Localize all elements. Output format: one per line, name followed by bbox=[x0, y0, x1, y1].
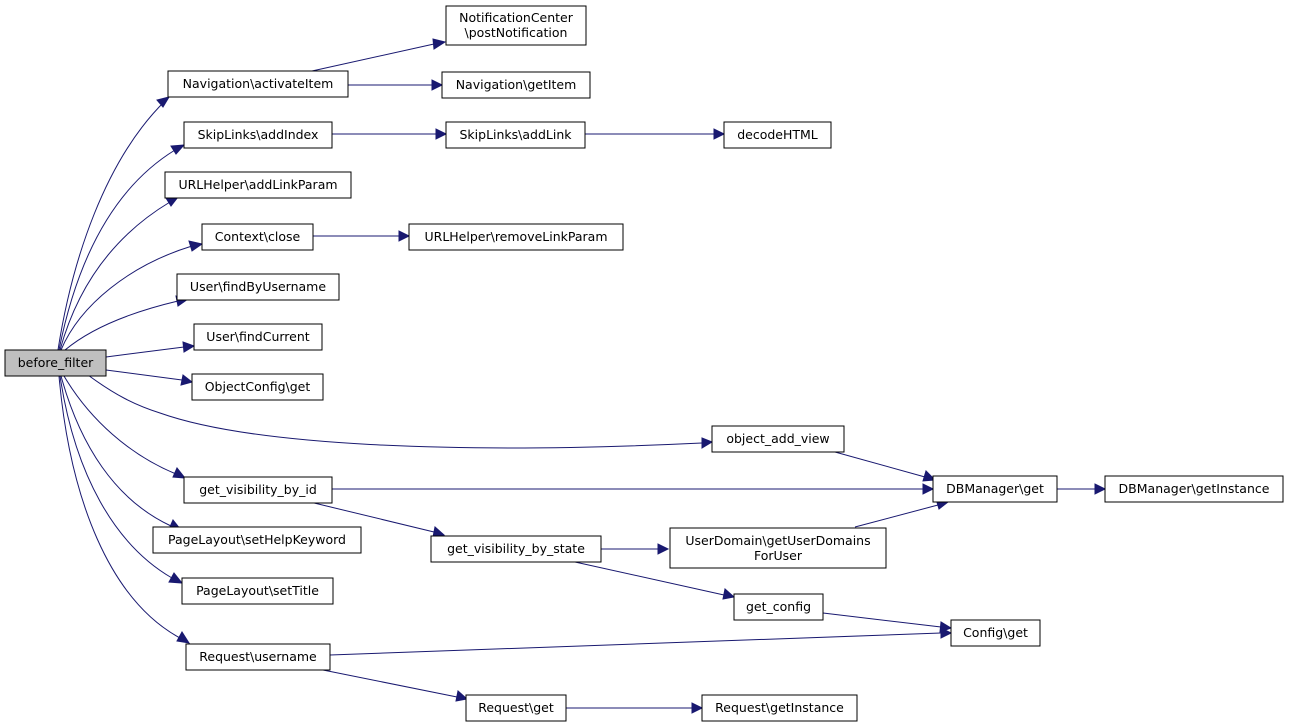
node-skiplinks-addindex-label: SkipLinks\addIndex bbox=[198, 127, 319, 142]
node-decodehtml[interactable]: decodeHTML bbox=[723, 121, 832, 149]
node-get-visibility-by-id[interactable]: get_visibility_by_id bbox=[183, 476, 333, 504]
edge-object_add_view-to-dbmanager-get bbox=[834, 451, 937, 482]
node-userdomain-getuserdomainsforuser[interactable]: UserDomain\getUserDomains ForUser bbox=[669, 527, 887, 569]
node-objectconfig-get-label: ObjectConfig\get bbox=[205, 379, 311, 394]
node-urlhelper-removelinkparam[interactable]: URLHelper\removeLinkParam bbox=[408, 223, 624, 251]
node-get-config-label: get_config bbox=[746, 599, 811, 614]
node-before-filter-label: before_filter bbox=[18, 355, 94, 370]
edge-get_visibility_by_state-to-get_config bbox=[574, 561, 736, 600]
edge-before_filter-to-skiplinks-addindex bbox=[58, 144, 186, 351]
node-user-findcurrent[interactable]: User\findCurrent bbox=[193, 323, 323, 351]
node-get-config[interactable]: get_config bbox=[733, 593, 824, 621]
node-request-getinstance-label: Request\getInstance bbox=[715, 700, 844, 715]
node-userdomain-label-line2: ForUser bbox=[754, 548, 803, 563]
node-navigation-getitem[interactable]: Navigation\getItem bbox=[441, 71, 591, 99]
node-dbmanager-getinstance-label: DBManager\getInstance bbox=[1119, 481, 1270, 496]
edge-skiplinks-addindex-to-skiplinks-addlink bbox=[332, 128, 448, 140]
node-get-visibility-by-state-label: get_visibility_by_state bbox=[447, 541, 585, 556]
edge-before_filter-to-objectconfig-get bbox=[105, 369, 194, 386]
edge-before_filter-to-urlhelper-addlinkparam bbox=[59, 196, 180, 351]
node-notificationcenter-label-line2: \postNotification bbox=[465, 25, 568, 40]
edge-navigation-activateitem-to-navigation-getitem bbox=[348, 79, 444, 91]
edge-before_filter-to-user-findcurrent bbox=[105, 341, 196, 358]
edge-before_filter-to-user-findbyusername bbox=[64, 295, 190, 351]
node-skiplinks-addlink[interactable]: SkipLinks\addLink bbox=[445, 121, 586, 149]
node-dbmanager-get[interactable]: DBManager\get bbox=[932, 475, 1058, 503]
node-get-visibility-by-id-label: get_visibility_by_id bbox=[199, 482, 317, 497]
node-pagelayout-sethelpkeyword[interactable]: PageLayout\setHelpKeyword bbox=[152, 526, 362, 554]
node-get-visibility-by-state[interactable]: get_visibility_by_state bbox=[430, 535, 602, 563]
node-urlhelper-addlinkparam-label: URLHelper\addLinkParam bbox=[178, 177, 337, 192]
node-notificationcenter-label-line1: NotificationCenter bbox=[459, 10, 574, 25]
node-navigation-activateitem[interactable]: Navigation\activateItem bbox=[167, 70, 349, 98]
node-user-findcurrent-label: User\findCurrent bbox=[206, 329, 309, 344]
edge-get_config-to-config-get bbox=[822, 612, 953, 633]
node-objectconfig-get[interactable]: ObjectConfig\get bbox=[191, 373, 324, 401]
edge-request-username-to-request-get bbox=[322, 669, 469, 702]
edge-navigation-activateitem-to-notificationcenter bbox=[311, 38, 447, 72]
node-request-get-label: Request\get bbox=[478, 700, 554, 715]
node-urlhelper-removelinkparam-label: URLHelper\removeLinkParam bbox=[424, 229, 607, 244]
edge-before_filter-to-pagelayout-settitle bbox=[59, 375, 184, 584]
node-object-add-view[interactable]: object_add_view bbox=[711, 425, 845, 453]
node-navigation-getitem-label: Navigation\getItem bbox=[456, 77, 577, 92]
node-notificationcenter-postnotification[interactable]: NotificationCenter \postNotification bbox=[445, 5, 587, 46]
edge-request-get-to-request-getinstance bbox=[566, 702, 704, 714]
node-navigation-activateitem-label: Navigation\activateItem bbox=[183, 76, 334, 91]
node-user-findbyusername[interactable]: User\findByUsername bbox=[176, 273, 340, 301]
node-config-get-label: Config\get bbox=[963, 625, 1028, 640]
edge-get_visibility_by_state-to-userdomain bbox=[601, 543, 670, 555]
node-request-username[interactable]: Request\username bbox=[185, 643, 331, 671]
node-pagelayout-settitle-label: PageLayout\setTitle bbox=[196, 583, 319, 598]
edge-before_filter-to-navigation-activateitem bbox=[57, 96, 171, 351]
edge-get_visibility_by_id-to-dbmanager-get bbox=[332, 483, 935, 495]
node-skiplinks-addindex[interactable]: SkipLinks\addIndex bbox=[183, 121, 333, 149]
edge-dbmanager-get-to-dbmanager-getinstance bbox=[1057, 483, 1107, 495]
edge-request-username-to-config-get bbox=[329, 627, 953, 656]
node-request-get[interactable]: Request\get bbox=[465, 694, 567, 722]
edge-context-close-to-urlhelper-removelinkparam bbox=[313, 230, 411, 242]
node-object-add-view-label: object_add_view bbox=[726, 431, 829, 446]
node-dbmanager-get-label: DBManager\get bbox=[946, 481, 1044, 496]
node-request-username-label: Request\username bbox=[199, 649, 317, 664]
edge-before_filter-to-context-close bbox=[60, 240, 204, 351]
node-dbmanager-getinstance[interactable]: DBManager\getInstance bbox=[1104, 475, 1284, 503]
edge-userdomain-to-dbmanager-get bbox=[854, 498, 950, 528]
edge-before_filter-to-request-username bbox=[58, 375, 191, 644]
edge-before_filter-to-get_visibility_by_id bbox=[63, 375, 187, 479]
node-before-filter[interactable]: before_filter bbox=[4, 349, 107, 377]
node-decodehtml-label: decodeHTML bbox=[737, 127, 818, 142]
node-context-close-label: Context\close bbox=[215, 229, 301, 244]
edge-before_filter-to-object_add_view bbox=[87, 374, 714, 449]
node-user-findbyusername-label: User\findByUsername bbox=[190, 279, 326, 294]
node-urlhelper-addlinkparam[interactable]: URLHelper\addLinkParam bbox=[164, 171, 352, 199]
node-skiplinks-addlink-label: SkipLinks\addLink bbox=[459, 127, 572, 142]
edge-skiplinks-addlink-to-decodehtml bbox=[585, 128, 726, 140]
node-pagelayout-sethelpkeyword-label: PageLayout\setHelpKeyword bbox=[168, 532, 346, 547]
node-request-getinstance[interactable]: Request\getInstance bbox=[701, 694, 858, 722]
node-pagelayout-settitle[interactable]: PageLayout\setTitle bbox=[181, 577, 334, 605]
node-config-get[interactable]: Config\get bbox=[950, 619, 1041, 647]
node-userdomain-label-line1: UserDomain\getUserDomains bbox=[685, 533, 870, 548]
node-context-close[interactable]: Context\close bbox=[201, 223, 314, 251]
